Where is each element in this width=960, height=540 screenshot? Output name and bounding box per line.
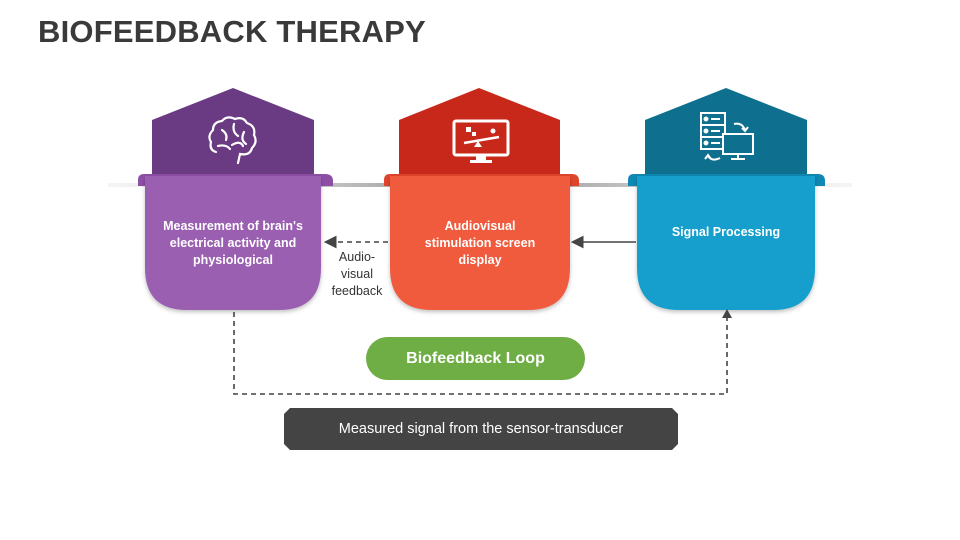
stage-card-3 xyxy=(628,88,825,310)
page-title: BIOFEEDBACK THERAPY xyxy=(38,14,426,49)
server-computer-sync-icon xyxy=(700,112,754,161)
stage-3-label: Signal Processing xyxy=(671,224,781,239)
stage-2-label: Audiovisual stimulation screen display xyxy=(424,218,536,267)
feedback-label: Audio- visual feedback xyxy=(331,250,383,298)
signal-box xyxy=(284,408,678,450)
loop-dashed-path xyxy=(233,312,728,395)
stage-1-body xyxy=(145,176,321,310)
stage-1-label: Measurement of brain's electrical activi… xyxy=(163,218,303,267)
stage-2-body xyxy=(390,176,570,310)
loop-arrowhead xyxy=(722,309,732,318)
monitor-seesaw-icon xyxy=(452,119,510,163)
brain-icon xyxy=(208,116,257,165)
stage-3-body xyxy=(637,176,815,310)
stage-card-1 xyxy=(138,88,333,310)
signal-label: Measured signal from the sensor-transduc… xyxy=(338,421,624,437)
stage-1-roof xyxy=(152,88,314,178)
loop-pill: Biofeedback Loop xyxy=(366,337,585,380)
